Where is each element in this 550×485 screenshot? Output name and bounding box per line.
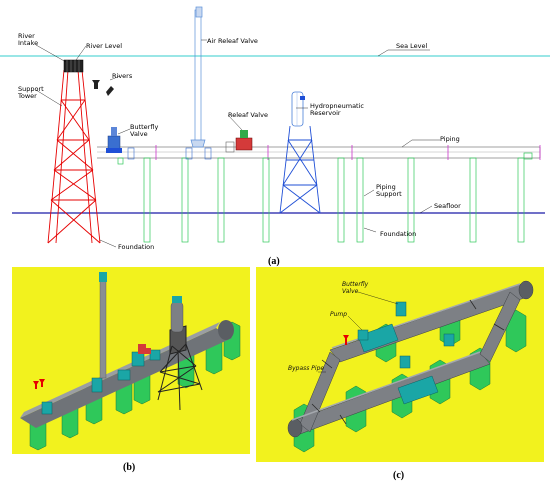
- pipe-fittings: [127, 147, 212, 160]
- caption-a: (a): [268, 256, 280, 267]
- end-support: [523, 152, 533, 160]
- label-relief-valve: Releaf Valve: [228, 111, 268, 119]
- pipe-flanges: [155, 145, 541, 160]
- panel-b-relief-valve: [138, 344, 151, 354]
- panel-c-pumps: [357, 301, 455, 405]
- support-tower: [47, 69, 101, 244]
- label-river-level: River Level: [86, 42, 122, 50]
- caption-c: (c): [393, 470, 404, 481]
- relief-valve: [225, 130, 253, 153]
- hydropneumatic-tower: [279, 125, 321, 214]
- leader-lines: [35, 39, 440, 248]
- caption-b: (b): [123, 462, 135, 473]
- piping: [97, 146, 541, 159]
- river-intake: [63, 59, 84, 73]
- label-foundation-right: Foundation: [380, 230, 416, 238]
- label-rivers: Rivers: [112, 72, 133, 80]
- panel-b-reservoir: [170, 296, 184, 333]
- label-piping: Piping: [440, 135, 460, 143]
- panel-b-flow-arrows: [33, 379, 45, 389]
- river-flow-arrows: [92, 80, 114, 96]
- panel-b-tower: [157, 325, 203, 411]
- label-c-bypass-pipe: Bypass Pipe: [288, 365, 324, 372]
- panel-c-flow-arrow: [343, 335, 349, 345]
- label-sea-level: Sea Level: [396, 42, 428, 50]
- piping-supports: [117, 157, 525, 243]
- hydropneumatic-reservoir: [291, 91, 305, 127]
- label-foundation-left: Foundation: [118, 243, 154, 251]
- panel-b: (b): [12, 267, 250, 473]
- label-air-relief-valve: Air Releaf Valve: [207, 37, 258, 45]
- butterfly-valve: [106, 127, 122, 153]
- panel-c-flanges: [311, 299, 505, 425]
- label-seafloor: Seafloor: [434, 202, 461, 210]
- air-relief-valve: [190, 6, 206, 148]
- panel-b-air-relief-column: [99, 272, 107, 379]
- label-c-pump: Pump: [330, 311, 347, 318]
